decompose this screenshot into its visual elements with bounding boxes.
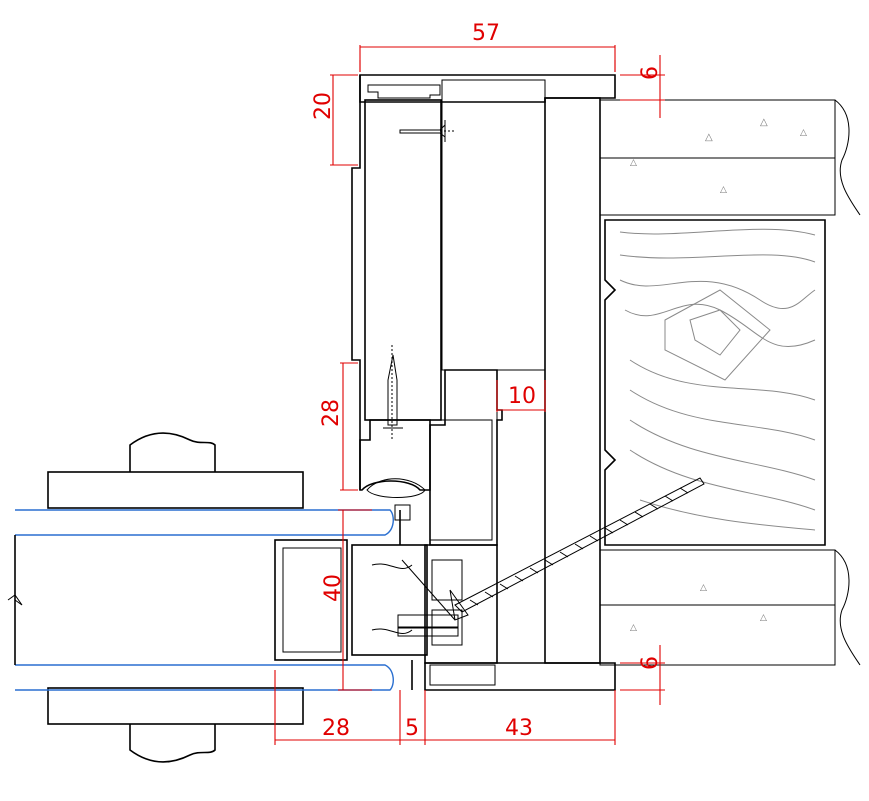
dim-left-mid-height: 28 xyxy=(319,399,344,427)
wooden-beam xyxy=(604,219,826,546)
thermal-core xyxy=(441,79,546,664)
dim-left-top-height: 20 xyxy=(311,92,336,120)
screw-top xyxy=(399,120,455,142)
concrete-wall-top: △ △ △ △ △ xyxy=(599,99,861,216)
dim-inner-offset: 10 xyxy=(508,384,536,409)
dimensions: 57 6 20 28 10 40 6 xyxy=(274,21,665,745)
svg-text:△: △ xyxy=(760,117,768,128)
svg-text:△: △ xyxy=(630,623,637,633)
svg-text:△: △ xyxy=(630,158,637,168)
dim-bottom-left: 28 xyxy=(322,716,350,741)
screw-long-anchor xyxy=(449,477,705,621)
screw-mid xyxy=(383,345,403,440)
dim-bottom-right-height: 6 xyxy=(638,656,663,670)
frame-profile xyxy=(351,74,616,691)
dim-bottom-gap: 5 xyxy=(405,716,419,741)
dim-top-right-height: 6 xyxy=(638,66,663,80)
svg-text:△: △ xyxy=(700,583,707,593)
concrete-wall-bottom: △ △ △ xyxy=(599,549,861,666)
sash-profile xyxy=(351,369,503,686)
insulation-block xyxy=(364,99,442,421)
svg-text:△: △ xyxy=(720,185,727,195)
svg-text:△: △ xyxy=(800,128,807,138)
dim-bottom-right: 43 xyxy=(505,716,533,741)
dim-glass-height: 40 xyxy=(321,574,346,602)
dim-top-width: 57 xyxy=(472,21,500,46)
svg-text:△: △ xyxy=(760,613,767,623)
glass-unit xyxy=(7,432,413,763)
svg-text:△: △ xyxy=(705,132,713,143)
